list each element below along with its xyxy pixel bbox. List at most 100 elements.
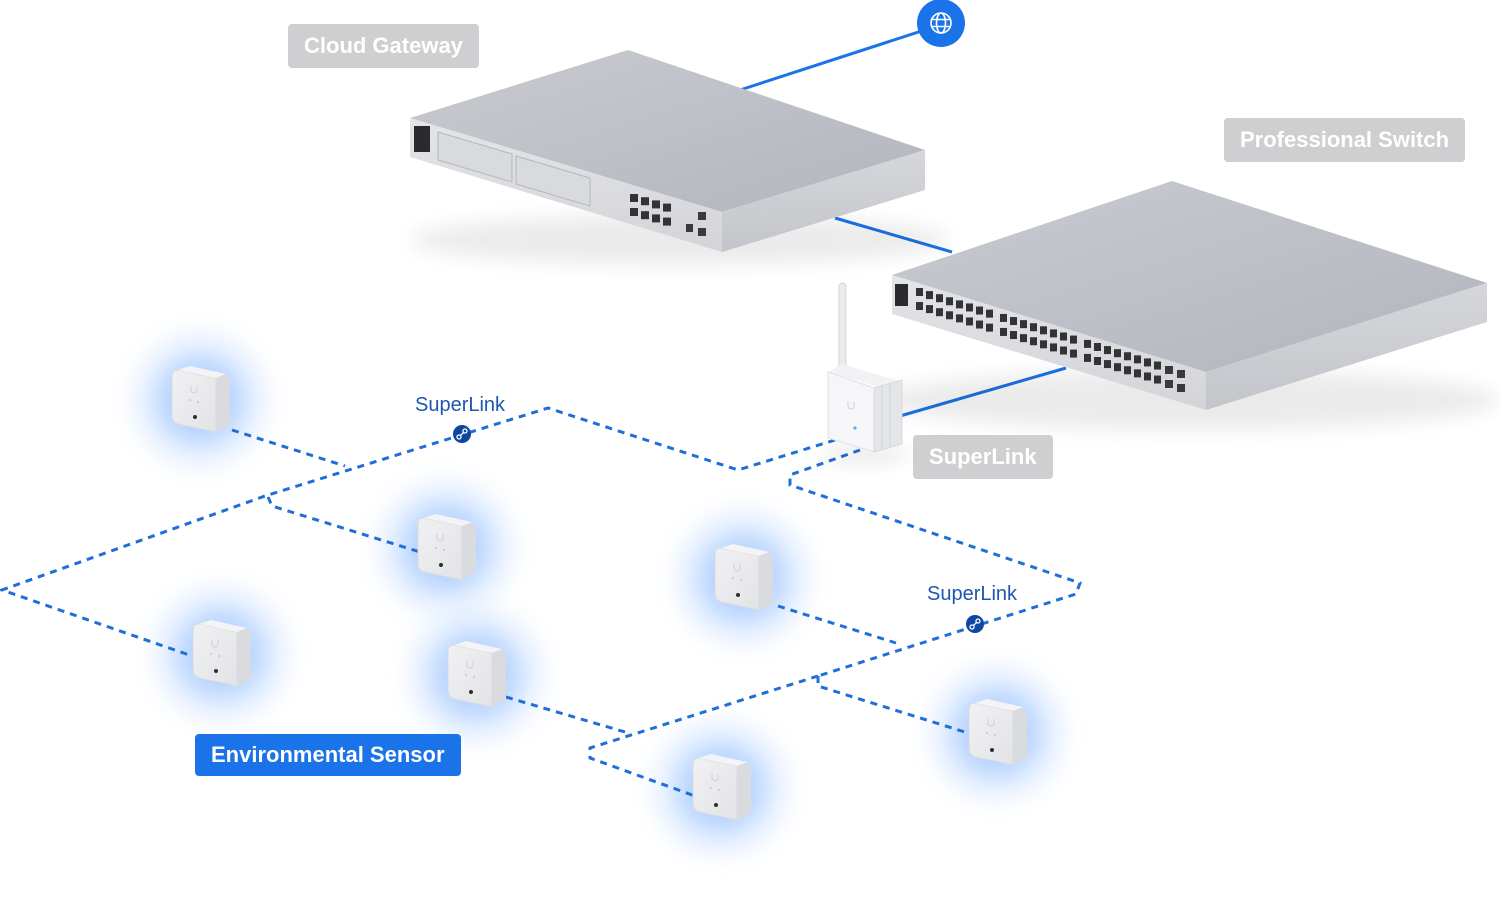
gateway-display xyxy=(414,126,430,152)
ethernet-port xyxy=(1020,334,1027,343)
ethernet-port xyxy=(1030,337,1037,346)
ubiquiti-u-icon xyxy=(211,640,219,648)
ethernet-port xyxy=(1010,317,1017,326)
ethernet-port xyxy=(1104,346,1111,355)
ethernet-port xyxy=(976,306,983,315)
environmental-sensors xyxy=(171,366,1027,821)
internet-to-gateway-link xyxy=(739,23,941,92)
ethernet-port xyxy=(1154,361,1161,370)
ethernet-port xyxy=(652,200,660,209)
wireless-path-sensor1 xyxy=(231,428,346,468)
ethernet-port xyxy=(976,320,983,329)
sensor-indicator xyxy=(714,803,718,807)
environmental-sensor[interactable] xyxy=(692,754,751,821)
ethernet-port xyxy=(986,323,993,332)
environmental-sensor[interactable] xyxy=(447,641,506,708)
drive-bay-2 xyxy=(515,155,591,207)
ethernet-port xyxy=(1040,340,1047,349)
gateway-ports xyxy=(630,194,671,226)
professional-switch-label: Professional Switch xyxy=(1224,118,1466,162)
superlink-node-left[interactable] xyxy=(453,425,471,443)
ethernet-port xyxy=(1124,352,1131,361)
ethernet-port xyxy=(1154,375,1161,384)
sensor-indicator xyxy=(990,748,994,752)
ethernet-port xyxy=(926,305,933,314)
superlink-device-label: SuperLink xyxy=(913,435,1053,479)
ubiquiti-u-icon xyxy=(190,386,198,394)
ethernet-port xyxy=(1060,346,1067,355)
sensor-indicator xyxy=(214,669,218,673)
ethernet-port xyxy=(1104,360,1111,369)
wireless-links xyxy=(0,406,1082,798)
ethernet-port xyxy=(1000,327,1007,336)
environmental-sensor[interactable] xyxy=(192,620,251,687)
ethernet-port xyxy=(1070,349,1077,358)
ethernet-port xyxy=(936,308,943,317)
environmental-sensor[interactable] xyxy=(968,699,1027,766)
ethernet-port xyxy=(641,197,649,206)
ethernet-port xyxy=(956,300,963,309)
ethernet-port xyxy=(916,302,923,310)
ethernet-port xyxy=(1084,339,1091,348)
ethernet-port xyxy=(1000,313,1007,322)
ubiquiti-u-icon xyxy=(436,534,444,542)
ethernet-port xyxy=(1144,372,1151,381)
ethernet-port xyxy=(946,311,953,320)
ethernet-port xyxy=(1134,369,1141,378)
ethernet-port xyxy=(946,297,953,306)
superlink-link-label-left: SuperLink xyxy=(415,394,506,416)
wireless-path-main-left xyxy=(0,406,836,659)
ethernet-port xyxy=(1144,358,1151,367)
cloud-gateway-device[interactable] xyxy=(410,50,950,265)
environmental-sensor[interactable] xyxy=(714,544,773,611)
ethernet-port xyxy=(1094,357,1101,366)
ethernet-port xyxy=(663,217,671,226)
drive-bay-1 xyxy=(437,131,513,183)
link-icon xyxy=(456,428,468,440)
wan-ports xyxy=(686,212,706,236)
ethernet-port xyxy=(966,303,973,312)
ethernet-port xyxy=(663,203,671,212)
ubiquiti-u-icon xyxy=(987,719,995,727)
professional-switch-device[interactable] xyxy=(880,181,1500,430)
link-icon xyxy=(969,618,981,630)
ethernet-port xyxy=(652,214,660,223)
ethernet-port xyxy=(1094,343,1101,352)
ubiquiti-u-icon xyxy=(733,564,741,572)
ethernet-port xyxy=(926,291,933,300)
sensor-indicator xyxy=(736,593,740,597)
ethernet-port xyxy=(1124,366,1131,375)
ethernet-port xyxy=(1084,353,1091,362)
switch-ports xyxy=(916,288,1161,384)
environmental-sensor-label: Environmental Sensor xyxy=(195,734,461,776)
ethernet-port xyxy=(630,194,638,202)
ethernet-port xyxy=(1040,326,1047,335)
wireless-path-right-loop xyxy=(788,448,1082,678)
superlink-node-right[interactable] xyxy=(966,615,984,633)
ethernet-port xyxy=(1020,320,1027,329)
sensor-indicator xyxy=(193,415,197,419)
cloud-gateway-label: Cloud Gateway xyxy=(288,24,479,68)
ethernet-port xyxy=(630,208,638,216)
sensor-indicator xyxy=(439,563,443,567)
ethernet-port xyxy=(1010,331,1017,340)
antenna xyxy=(838,282,847,372)
ubiquiti-u-icon xyxy=(711,774,719,782)
superlink-link-label-right: SuperLink xyxy=(927,583,1018,605)
sfp-ports xyxy=(1165,366,1185,392)
switch-display xyxy=(895,284,908,306)
superlink-device[interactable] xyxy=(820,282,910,465)
environmental-sensor[interactable] xyxy=(417,514,476,581)
ethernet-port xyxy=(1050,343,1057,352)
environmental-sensor[interactable] xyxy=(171,366,230,433)
internet-node[interactable] xyxy=(917,0,965,47)
wireless-path-lower-branch xyxy=(588,674,819,798)
ethernet-port xyxy=(1134,355,1141,364)
ethernet-port xyxy=(916,288,923,296)
sensor-indicator xyxy=(469,690,473,694)
ubiquiti-u-icon xyxy=(466,661,474,669)
ethernet-port xyxy=(641,211,649,220)
ethernet-port xyxy=(936,294,943,303)
wireless-path-sensor2 xyxy=(266,496,421,554)
